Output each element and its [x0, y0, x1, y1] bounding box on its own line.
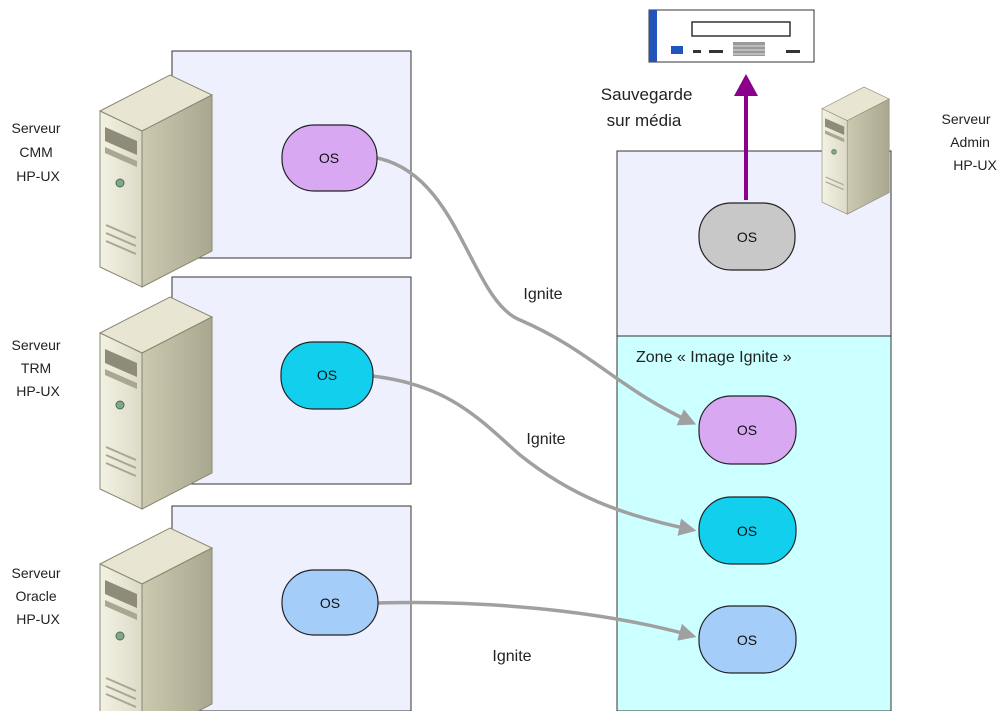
tower-server-icon — [98, 74, 214, 288]
server-label-trm: Serveur TRM HP-UX — [12, 337, 65, 399]
server-label-line: TRM — [21, 360, 51, 376]
server-label-cmm: Serveur CMM HP-UX — [12, 120, 65, 184]
backup-arrowhead — [734, 74, 758, 96]
tape-drive-icon — [648, 9, 815, 63]
os-label: OS — [737, 422, 757, 438]
os-label: OS — [737, 632, 757, 648]
zone-title: Zone « Image Ignite » — [636, 349, 792, 366]
server-label-line: Serveur — [12, 120, 61, 136]
backup-label-line: Sauvegarde — [601, 85, 693, 104]
os-label: OS — [317, 367, 337, 383]
os-node-cmm: OS — [281, 124, 378, 192]
server-label-line: Admin — [950, 134, 990, 150]
server-label-line: HP-UX — [953, 157, 997, 173]
server-label-line: CMM — [19, 144, 52, 160]
server-label-oracle: Serveur Oracle HP-UX — [12, 565, 65, 627]
backup-label: Sauvegarde sur média — [601, 85, 697, 130]
os-label: OS — [737, 523, 757, 539]
zone-os-item: OS — [698, 395, 797, 465]
ignite-connector-trm — [371, 374, 697, 536]
server-label-line: HP-UX — [16, 168, 60, 184]
os-node-admin: OS — [698, 202, 796, 271]
os-node-trm: OS — [280, 341, 374, 410]
os-label: OS — [319, 150, 339, 166]
server-label-line: Serveur — [12, 565, 61, 581]
ignite-connector-cmm — [376, 156, 697, 426]
zone-os-item: OS — [698, 496, 797, 565]
tower-server-icon — [821, 86, 890, 215]
os-node-oracle: OS — [281, 569, 379, 636]
ignite-label: Ignite — [492, 648, 531, 665]
zone-os-item: OS — [698, 605, 797, 674]
server-label-admin: Serveur Admin HP-UX — [942, 111, 998, 173]
backup-label-line: sur média — [607, 111, 682, 130]
os-label: OS — [320, 595, 340, 611]
server-label-line: HP-UX — [16, 383, 60, 399]
server-label-line: HP-UX — [16, 611, 60, 627]
server-label-line: Serveur — [12, 337, 61, 353]
ignite-connector-oracle — [377, 600, 697, 641]
server-label-line: Serveur — [942, 111, 991, 127]
tower-server-icon — [98, 527, 214, 711]
ignite-label: Ignite — [526, 431, 565, 448]
os-label: OS — [737, 229, 757, 245]
ignite-label: Ignite — [523, 286, 562, 303]
tower-server-icon — [98, 296, 214, 510]
server-label-line: Oracle — [15, 588, 56, 604]
